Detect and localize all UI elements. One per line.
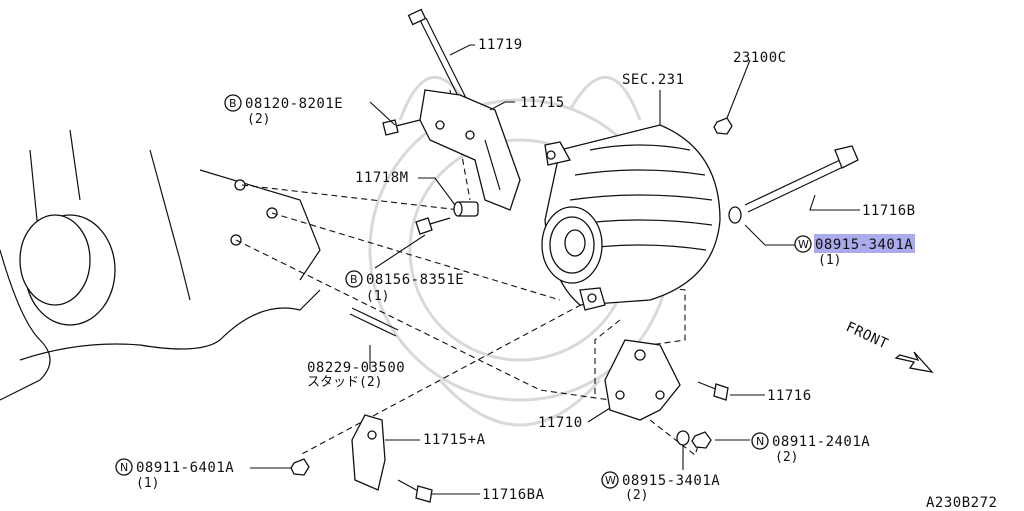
nut-08911-6401a (290, 458, 310, 476)
label-11710: 11710 (538, 415, 583, 431)
prefix-n-2: N (120, 461, 128, 474)
alignment-lines (235, 89, 701, 456)
part-highlight (814, 234, 915, 253)
qty-08156: (1) (366, 289, 389, 304)
label-08229: 08229-03500 (307, 360, 405, 376)
prefix-w-2: W (605, 474, 616, 487)
bolt-08120 (382, 119, 421, 136)
label-sec231: SEC.231 (622, 72, 685, 88)
label-08911-6401a: 08911-6401A (136, 460, 234, 476)
label-11719: 11719 (478, 37, 523, 53)
qty-08911-6401a: (1) (136, 476, 159, 491)
washer-nut-lower (676, 430, 712, 449)
label-11718m: 11718M (355, 170, 409, 186)
prefix-w-1: W (798, 238, 809, 251)
engine-block (0, 129, 321, 401)
bolt-11716 (697, 381, 729, 401)
bolt-08156 (415, 217, 451, 235)
label-11716: 11716 (767, 388, 812, 404)
label-11716b: 11716B (862, 203, 916, 219)
label-08915-lower: 08915-3401A (622, 473, 720, 489)
prefix-markers: B B W N W N (115, 94, 812, 489)
leader-lines (250, 44, 860, 495)
spacer-11718m (453, 201, 479, 217)
label-11716ba: 11716BA (482, 487, 545, 503)
label-08915-upper: 08915-3401A (815, 237, 913, 253)
note-08229: スタッド(2) (307, 375, 382, 390)
bracket-11715a (351, 414, 386, 491)
label-23100c: 23100C (733, 50, 787, 66)
alternator (541, 124, 721, 311)
washer-08915-upper (728, 206, 742, 224)
nut-23100c (713, 117, 733, 135)
qty-08911-2401a: (2) (775, 450, 798, 465)
prefix-b-1: B (229, 97, 237, 110)
qty-08915-lower: (2) (625, 488, 648, 503)
bolt-11716ba (397, 479, 433, 503)
bolt-11716b (744, 145, 859, 213)
label-08120: 08120-8201E (245, 96, 343, 112)
callout-labels: 11719 11715 08120-8201E (2) 11718M 08156… (136, 37, 997, 511)
label-11715: 11715 (520, 95, 565, 111)
bracket-11710 (604, 339, 681, 421)
prefix-n-1: N (756, 435, 764, 448)
qty-08120: (2) (247, 112, 270, 127)
front-label: FRONT (843, 319, 890, 352)
bracket-11715 (419, 89, 521, 211)
qty-08915-upper: (1) (818, 253, 841, 268)
stud-08229 (349, 307, 399, 337)
label-08156: 08156-8351E (366, 272, 464, 288)
prefix-b-2: B (350, 273, 358, 286)
front-arrow: FRONT (843, 319, 934, 373)
label-11715a: 11715+A (423, 432, 486, 448)
label-08911-2401a: 08911-2401A (772, 434, 870, 450)
diagram-code: A230B272 (926, 495, 997, 511)
